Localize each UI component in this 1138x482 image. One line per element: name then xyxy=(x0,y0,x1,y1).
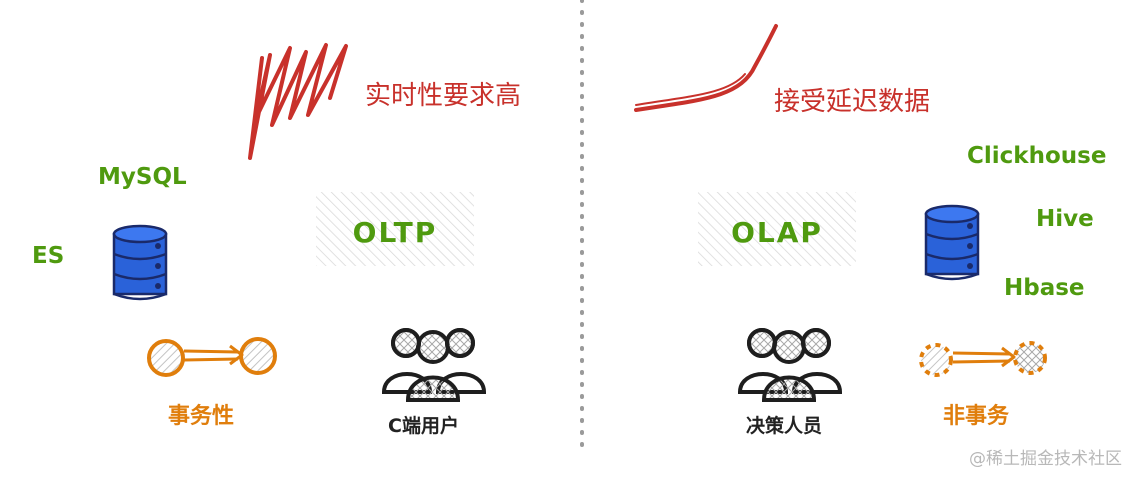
db-name-clickhouse: Clickhouse xyxy=(967,143,1106,169)
watermark: @稀土掘金技术社区 xyxy=(969,449,1122,469)
users-group-icon xyxy=(381,328,487,402)
db-name-hbase: Hbase xyxy=(1004,275,1085,301)
olap-box xyxy=(698,192,856,266)
non-transaction-label: 非事务 xyxy=(943,403,1010,429)
transaction-flow-icon xyxy=(147,337,277,377)
database-icon xyxy=(112,224,168,301)
olap-label: OLAP xyxy=(731,216,823,249)
database-icon xyxy=(924,204,980,281)
users-label: C端用户 xyxy=(388,414,459,437)
non-transaction-flow-icon xyxy=(919,341,1047,377)
latency-label: 接受延迟数据 xyxy=(774,87,930,117)
db-name-es: ES xyxy=(32,243,64,269)
db-name-mysql: MySQL xyxy=(98,164,187,190)
users-label: 决策人员 xyxy=(746,414,822,437)
latency-curve-icon xyxy=(634,24,778,112)
db-name-hive: Hive xyxy=(1036,206,1094,232)
transaction-label: 事务性 xyxy=(168,403,234,429)
oltp-box xyxy=(316,192,474,266)
users-group-icon xyxy=(737,328,843,402)
oltp-label: OLTP xyxy=(353,216,438,249)
realtime-label: 实时性要求高 xyxy=(365,81,521,111)
realtime-zigzag-icon xyxy=(248,43,348,160)
